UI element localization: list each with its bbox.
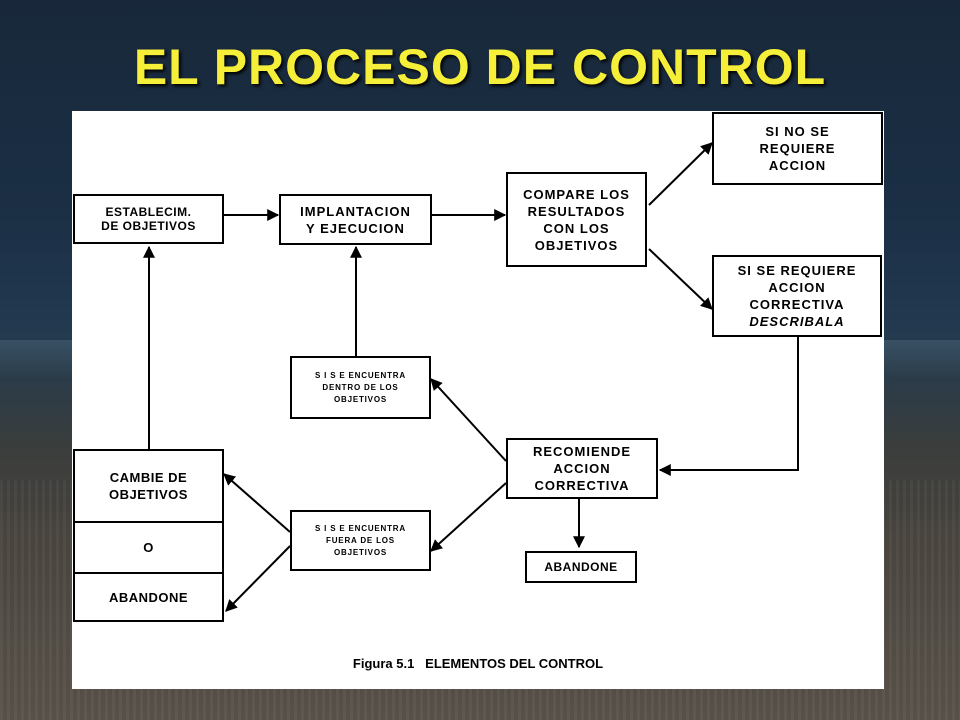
arrow-compare-to-si-no (648, 142, 713, 206)
node-recomiende-accion: RECOMIENDE ACCION CORRECTIVA (506, 438, 658, 499)
node-implantacion-ejecucion: IMPLANTACION Y EJECUCION (279, 194, 432, 245)
arrow-si-se-to-recomiende (658, 337, 799, 476)
diagram-panel: ESTABLECIM. DE OBJETIVOS IMPLANTACION Y … (72, 111, 884, 689)
node-establecim-objetivos: ESTABLECIM. DE OBJETIVOS (73, 194, 224, 244)
connectors-layer (143, 142, 799, 612)
slide-title: EL PROCESO DE CONTROL (133, 39, 827, 95)
node-fuera-objetivos: S I S E ENCUENTRA FUERA DE LOS OBJETIVOS (290, 510, 431, 571)
arrow-recomiende-to-fuera (430, 482, 507, 552)
arrow-fuera-to-abandone-left (225, 545, 291, 612)
node-si-no-se-requiere: SI NO SE REQUIERE ACCION (712, 112, 883, 185)
node-abandone-bottom: ABANDONE (525, 551, 637, 583)
node-si-se-requiere: SI SE REQUIERE ACCION CORRECTIVA DESCRIB… (712, 255, 882, 337)
si-se-requiere-describala: DESCRIBALA (749, 314, 845, 329)
figure-caption: Figura 5.1 ELEMENTOS DEL CONTROL (352, 656, 604, 671)
abandone-cell: ABANDONE (108, 589, 189, 605)
arrow-recomiende-to-dentro (430, 378, 507, 462)
node-cambie-objetivos-group: CAMBIE DE OBJETIVOS O ABANDONE (73, 449, 224, 622)
node-compare-resultados: COMPARE LOS RESULTADOS CON LOS OBJETIVOS (506, 172, 647, 267)
arrow-compare-to-si-se (648, 248, 713, 310)
node-dentro-objetivos: S I S E ENCUENTRA DENTRO DE LOS OBJETIVO… (290, 356, 431, 419)
or-cell: O (75, 523, 222, 574)
si-se-requiere-text: SI SE REQUIERE ACCION CORRECTIVA (737, 263, 857, 312)
arrow-fuera-to-cambie (223, 473, 291, 533)
cambie-objetivos-cell: CAMBIE DE OBJETIVOS (75, 451, 222, 523)
